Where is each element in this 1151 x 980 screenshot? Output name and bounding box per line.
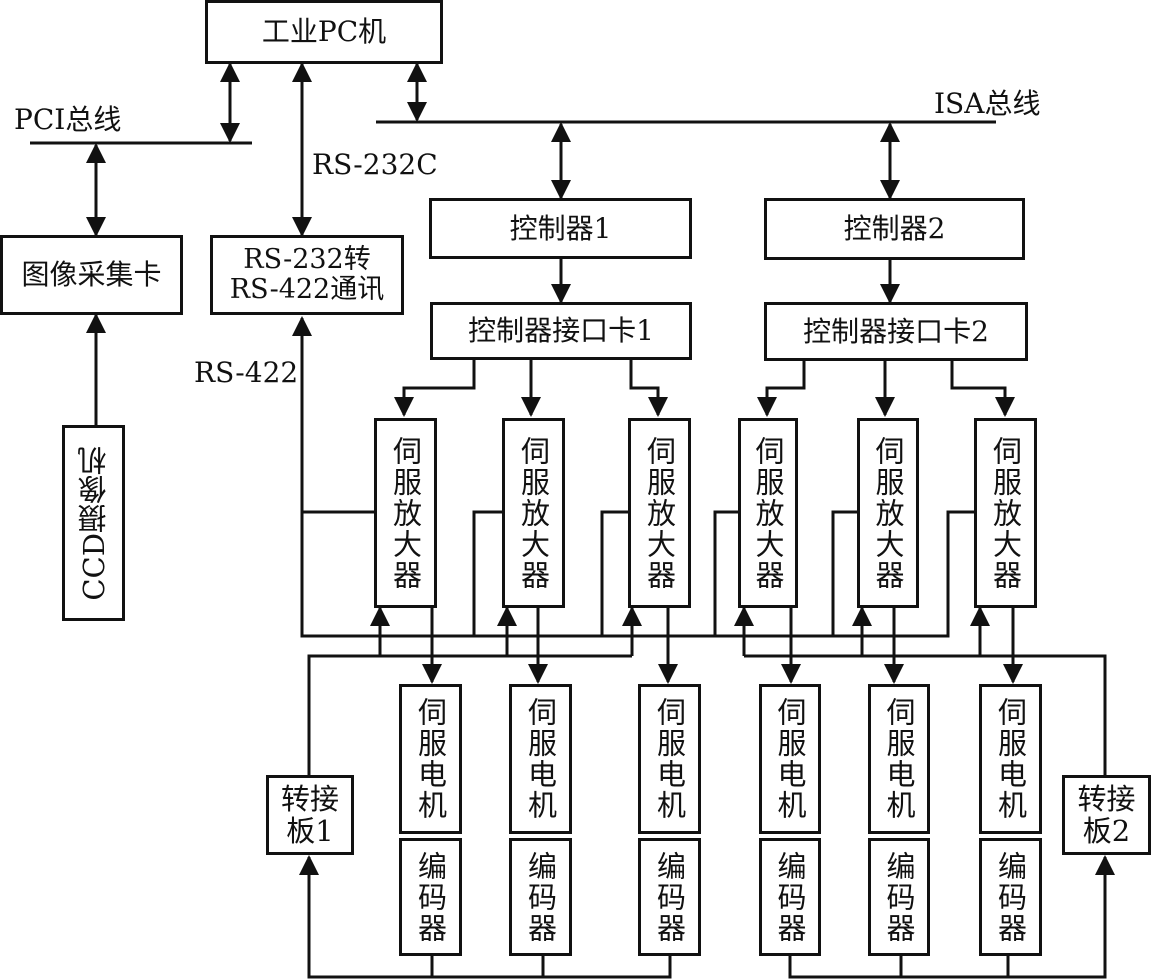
servo-motor-6-box: 伺服电机	[979, 684, 1042, 834]
servo-amplifier-label: 伺服放大器	[988, 435, 1023, 591]
rs232-rs422-converter-box: RS-232转 RS-422通讯	[210, 235, 404, 315]
encoder-label: 编码器	[413, 850, 448, 944]
encoder-2-box: 编码器	[509, 838, 572, 956]
servo-motor-4-box: 伺服电机	[759, 684, 821, 834]
servo-motor-3-box: 伺服电机	[638, 684, 701, 834]
ccd-camera-box: CCD摄像机	[62, 425, 125, 621]
adapter-board-1-box: 转接 板1	[266, 775, 354, 855]
adapter-board-1-line1: 转接	[280, 782, 339, 816]
interface1-amp3-arrow	[629, 359, 668, 417]
amp3-rs422-tap	[600, 510, 630, 636]
interface-card-2-box: 控制器接口卡2	[764, 302, 1028, 361]
amp5-rs422-tap	[831, 510, 859, 636]
servo-amplifier-4-box: 伺服放大器	[738, 418, 798, 608]
controller-2-box: 控制器2	[764, 198, 1025, 260]
servo-amplifier-label: 伺服放大器	[388, 435, 423, 591]
adapter-board-2-box: 转接 板2	[1062, 775, 1151, 855]
controller-1-label: 控制器1	[509, 211, 612, 245]
servo-motor-2-box: 伺服电机	[509, 684, 572, 834]
servo-motor-label: 伺服电机	[993, 697, 1028, 821]
controller-1-box: 控制器1	[429, 198, 692, 259]
interface2-amp6-arrow	[950, 359, 1015, 417]
interface-card-1-label: 控制器接口卡1	[468, 314, 654, 347]
adapter-board-1-line2: 板1	[286, 814, 334, 848]
rs-converter-line2: RS-422通讯	[229, 274, 385, 305]
encoder-label: 编码器	[652, 850, 687, 944]
adapter1-feedback-bus	[307, 654, 632, 775]
servo-amplifier-6-box: 伺服放大器	[974, 418, 1037, 608]
amp2-rs422-tap	[472, 510, 502, 636]
industrial-pc-label: 工业PC机	[261, 15, 387, 48]
encoder-label: 编码器	[773, 850, 807, 944]
servo-amplifier-label: 伺服放大器	[516, 435, 551, 591]
encoder-label: 编码器	[882, 850, 916, 944]
servo-amplifier-label: 伺服放大器	[642, 435, 677, 591]
adapter-board-2-line2: 板2	[1082, 814, 1131, 848]
adapter-board-2-line1: 转接	[1077, 782, 1136, 816]
encoder-adapter2-bus	[788, 855, 1115, 979]
rs232c-label: RS-232C	[312, 148, 438, 181]
industrial-pc-box: 工业PC机	[205, 0, 443, 64]
rs422-label: RS-422	[194, 356, 299, 389]
encoder-3-box: 编码器	[638, 838, 701, 956]
controller-2-label: 控制器2	[843, 212, 946, 245]
servo-amplifier-5-box: 伺服放大器	[857, 418, 919, 608]
isa-bus-label: ISA总线	[934, 87, 1041, 120]
encoder-label: 编码器	[523, 850, 558, 944]
ccd-camera-label: CCD摄像机	[76, 445, 111, 601]
amp4-rs422-tap	[713, 510, 740, 636]
pci-bus-label: PCI总线	[14, 103, 122, 136]
servo-amplifier-label: 伺服放大器	[751, 435, 785, 591]
encoder-5-box: 编码器	[868, 838, 930, 956]
rs-converter-line1: RS-232转	[243, 244, 371, 275]
encoder-6-box: 编码器	[979, 838, 1042, 956]
servo-motor-1-box: 伺服电机	[399, 684, 462, 834]
interface2-amp4-arrow	[757, 359, 806, 417]
servo-motor-5-box: 伺服电机	[868, 684, 930, 834]
image-capture-card-label: 图像采集卡	[21, 258, 162, 291]
encoder3-tap	[309, 955, 672, 979]
encoder-4-box: 编码器	[759, 838, 821, 956]
servo-motor-label: 伺服电机	[413, 697, 448, 821]
servo-motor-label: 伺服电机	[773, 697, 807, 821]
servo-amplifier-2-box: 伺服放大器	[502, 418, 565, 608]
servo-amplifier-label: 伺服放大器	[871, 435, 905, 591]
adapter2-feedback-bus	[744, 654, 1107, 775]
interface1-amp1-arrow	[394, 359, 476, 417]
servo-amplifier-1-box: 伺服放大器	[374, 418, 437, 608]
image-capture-card-box: 图像采集卡	[0, 235, 183, 315]
interface-card-1-box: 控制器接口卡1	[430, 302, 692, 360]
servo-motor-label: 伺服电机	[652, 697, 687, 821]
encoder-label: 编码器	[993, 850, 1028, 944]
servo-motor-label: 伺服电机	[523, 697, 558, 821]
servo-motor-label: 伺服电机	[882, 697, 916, 821]
encoder-1-box: 编码器	[399, 838, 462, 956]
interface-card-2-label: 控制器接口卡2	[803, 314, 989, 348]
servo-amplifier-3-box: 伺服放大器	[628, 418, 691, 608]
